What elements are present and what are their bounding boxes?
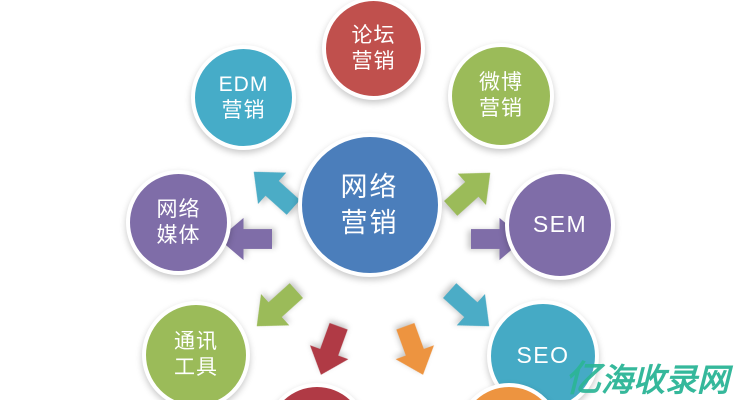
center-node-network-marketing[interactable]: 网络营销 [297, 133, 442, 277]
node-im-tools-label-line-2: 工具 [174, 356, 218, 379]
arrow-down-right [425, 264, 513, 352]
arrow-up-right [426, 147, 514, 235]
arrow-down-left-in [292, 312, 369, 389]
center-node-label-line-1: 网络 [340, 171, 399, 202]
node-forum-label-line-1: 论坛 [351, 23, 396, 47]
node-sem-label-line-1: SEM [532, 211, 588, 238]
node-weibo[interactable]: 微博营销 [448, 43, 554, 149]
node-forum-label-line-2: 营销 [351, 49, 396, 73]
node-forum[interactable]: 论坛营销 [322, 0, 425, 100]
node-media-label-line-2: 媒体 [156, 223, 201, 247]
node-seo[interactable]: SEO [487, 300, 599, 400]
node-media[interactable]: 网络媒体 [126, 170, 231, 275]
node-media-label-line-1: 网络 [156, 197, 201, 221]
node-weibo-label-line-2: 营销 [479, 97, 523, 120]
arrow-down-right-in [376, 312, 453, 389]
node-seo-label-line-1: SEO [516, 342, 570, 369]
node-sem[interactable]: SEM [505, 170, 615, 280]
arrow-up-left [230, 146, 318, 234]
arrow-down-left [233, 264, 321, 352]
arrow-left [215, 208, 277, 270]
watermark-text: 海收录网 [600, 362, 729, 398]
node-bottom-red[interactable] [265, 383, 369, 400]
node-edm-label-line-1: EDM [218, 72, 269, 96]
node-im-tools[interactable]: 通讯工具 [142, 301, 250, 400]
node-im-tools-label-line-1: 通讯 [174, 330, 218, 354]
node-edm-label-line-2: 营销 [221, 98, 266, 122]
node-weibo-label-line-1: 微博 [479, 71, 523, 95]
center-node-label-line-2: 营销 [340, 208, 399, 238]
